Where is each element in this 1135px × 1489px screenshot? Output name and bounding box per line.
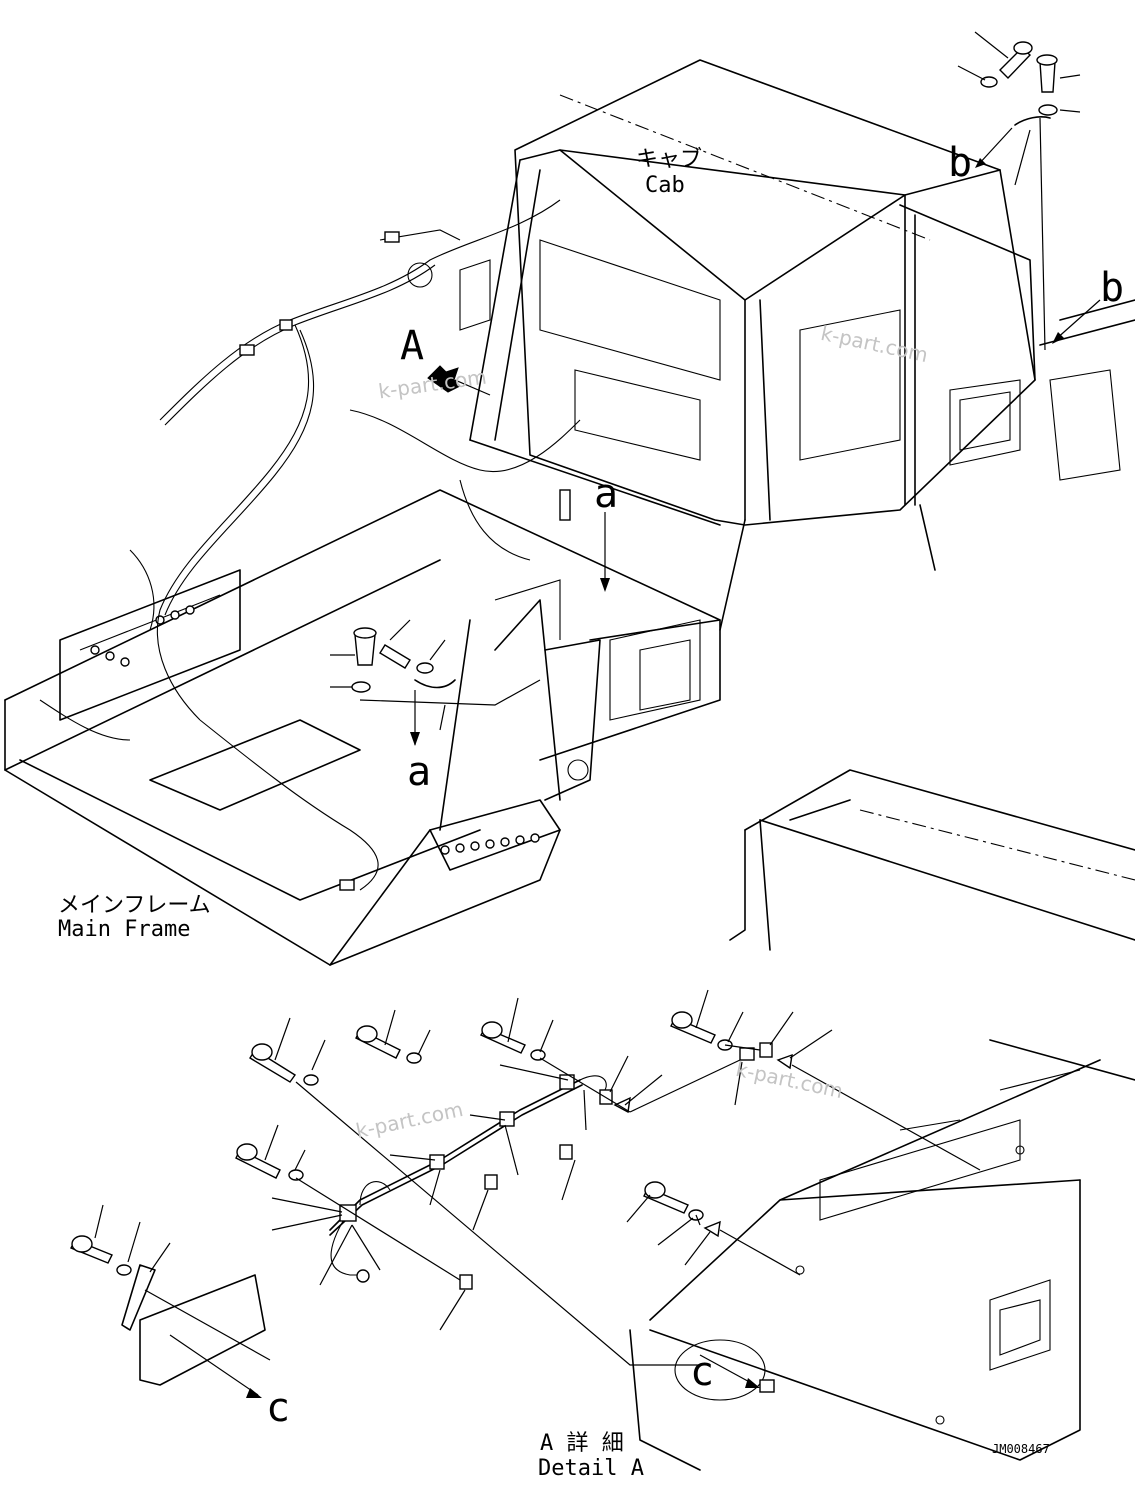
main-frame-label-jp: メインフレーム [58, 893, 211, 918]
callout-b-right: b [1100, 265, 1125, 311]
cab-frame [469, 59, 1135, 631]
main-frame [4, 259, 721, 966]
callout-A: A [400, 323, 425, 369]
arrow-a-bottom [410, 690, 420, 746]
detail-label-jp: A 詳 細 [540, 1431, 624, 1456]
callout-a-top: a [594, 471, 619, 517]
callout-c-left: c [266, 1385, 291, 1431]
wire-harness-main [39, 199, 581, 891]
main-frame-label-en: Main Frame [58, 917, 191, 942]
detail-frame [629, 769, 1135, 1471]
detail-label-en: Detail A [538, 1456, 644, 1481]
callout-a-bottom: a [407, 749, 432, 795]
bolt-group-a [330, 619, 541, 731]
callout-b-top: b [948, 140, 973, 186]
cab-label-en: Cab [645, 173, 685, 198]
drawing-code: JM008467 [992, 1442, 1050, 1456]
arrow-a-top [600, 512, 610, 592]
view-arrow-A [427, 365, 491, 396]
detail-harness [70, 989, 981, 1398]
bolt-group-b [957, 31, 1101, 351]
callout-c-right: c [690, 1349, 715, 1395]
cab-label-jp: キャブ [636, 147, 703, 172]
frame-bolt-row [90, 605, 540, 855]
